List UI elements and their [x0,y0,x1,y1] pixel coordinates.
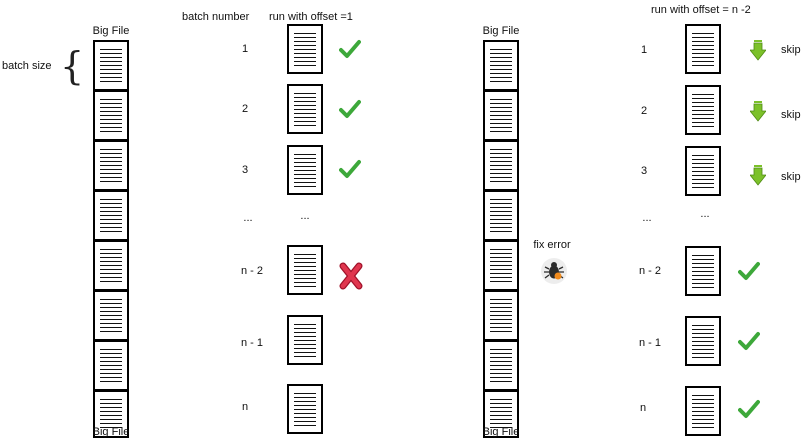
right-run-header: run with offset = n -2 [651,4,751,16]
left-bigfile-label-top: Big File [92,25,130,37]
file-segment [485,342,517,392]
right-bigfile-label-bottom: Big File [482,426,520,438]
batch-document [685,316,721,366]
batch-document [287,84,323,134]
batch-document [287,24,323,74]
batch-number: 1 [241,43,249,55]
file-segment [485,192,517,242]
bug-icon [541,258,567,284]
batch-number: ... [243,212,253,224]
fix-error-label: fix error [533,239,571,251]
batch-document [287,145,323,195]
file-segment [485,392,517,433]
check-icon [738,400,760,418]
batch-number: n [639,402,647,414]
skip-down-arrow-icon [750,165,766,186]
file-segment [95,142,127,192]
file-segment [485,42,517,92]
batch-number-header: batch number [182,11,250,23]
batch-document [287,315,323,365]
skip-down-arrow-icon [750,40,766,61]
file-segment [485,242,517,292]
file-segment [95,192,127,242]
check-icon [339,40,361,58]
check-icon [339,160,361,178]
right-big-file [483,40,519,438]
batch-number: 1 [640,44,648,56]
batch-number: 2 [241,103,249,115]
skip-down-arrow-icon [750,101,766,122]
right-bigfile-label-top: Big File [482,25,520,37]
batch-number: n [241,401,249,413]
left-bigfile-label-bottom: Big File [92,426,130,438]
batch-number: ... [642,212,652,224]
batch-document [685,146,721,196]
check-icon [738,262,760,280]
error-cross-icon [339,262,363,290]
batch-number: n - 2 [638,265,662,277]
batch-number: 3 [241,164,249,176]
left-run-header: run with offset =1 [269,11,353,23]
file-segment [485,142,517,192]
file-segment [95,42,127,92]
document-ellipsis: ... [700,208,710,220]
batch-size-label: batch size [2,60,52,72]
skip-label: skip [781,109,801,121]
file-segment [95,92,127,142]
skip-label: skip [781,44,801,56]
left-big-file [93,40,129,438]
file-segment [95,392,127,433]
file-segment [95,292,127,342]
check-icon [738,332,760,350]
check-icon [339,100,361,118]
file-segment [95,242,127,292]
batch-document [685,85,721,135]
batch-number: n - 1 [638,337,662,349]
batch-number: n - 1 [240,337,264,349]
brace-icon: { [60,44,85,88]
file-segment [485,292,517,342]
batch-document [685,246,721,296]
batch-document [685,24,721,74]
document-ellipsis: ... [300,210,310,222]
batch-number: 2 [640,105,648,117]
file-segment [95,342,127,392]
batch-document [287,384,323,434]
batch-document [287,245,323,295]
skip-label: skip [781,171,801,183]
batch-number: 3 [640,165,648,177]
batch-number: n - 2 [240,265,264,277]
batch-document [685,386,721,436]
file-segment [485,92,517,142]
